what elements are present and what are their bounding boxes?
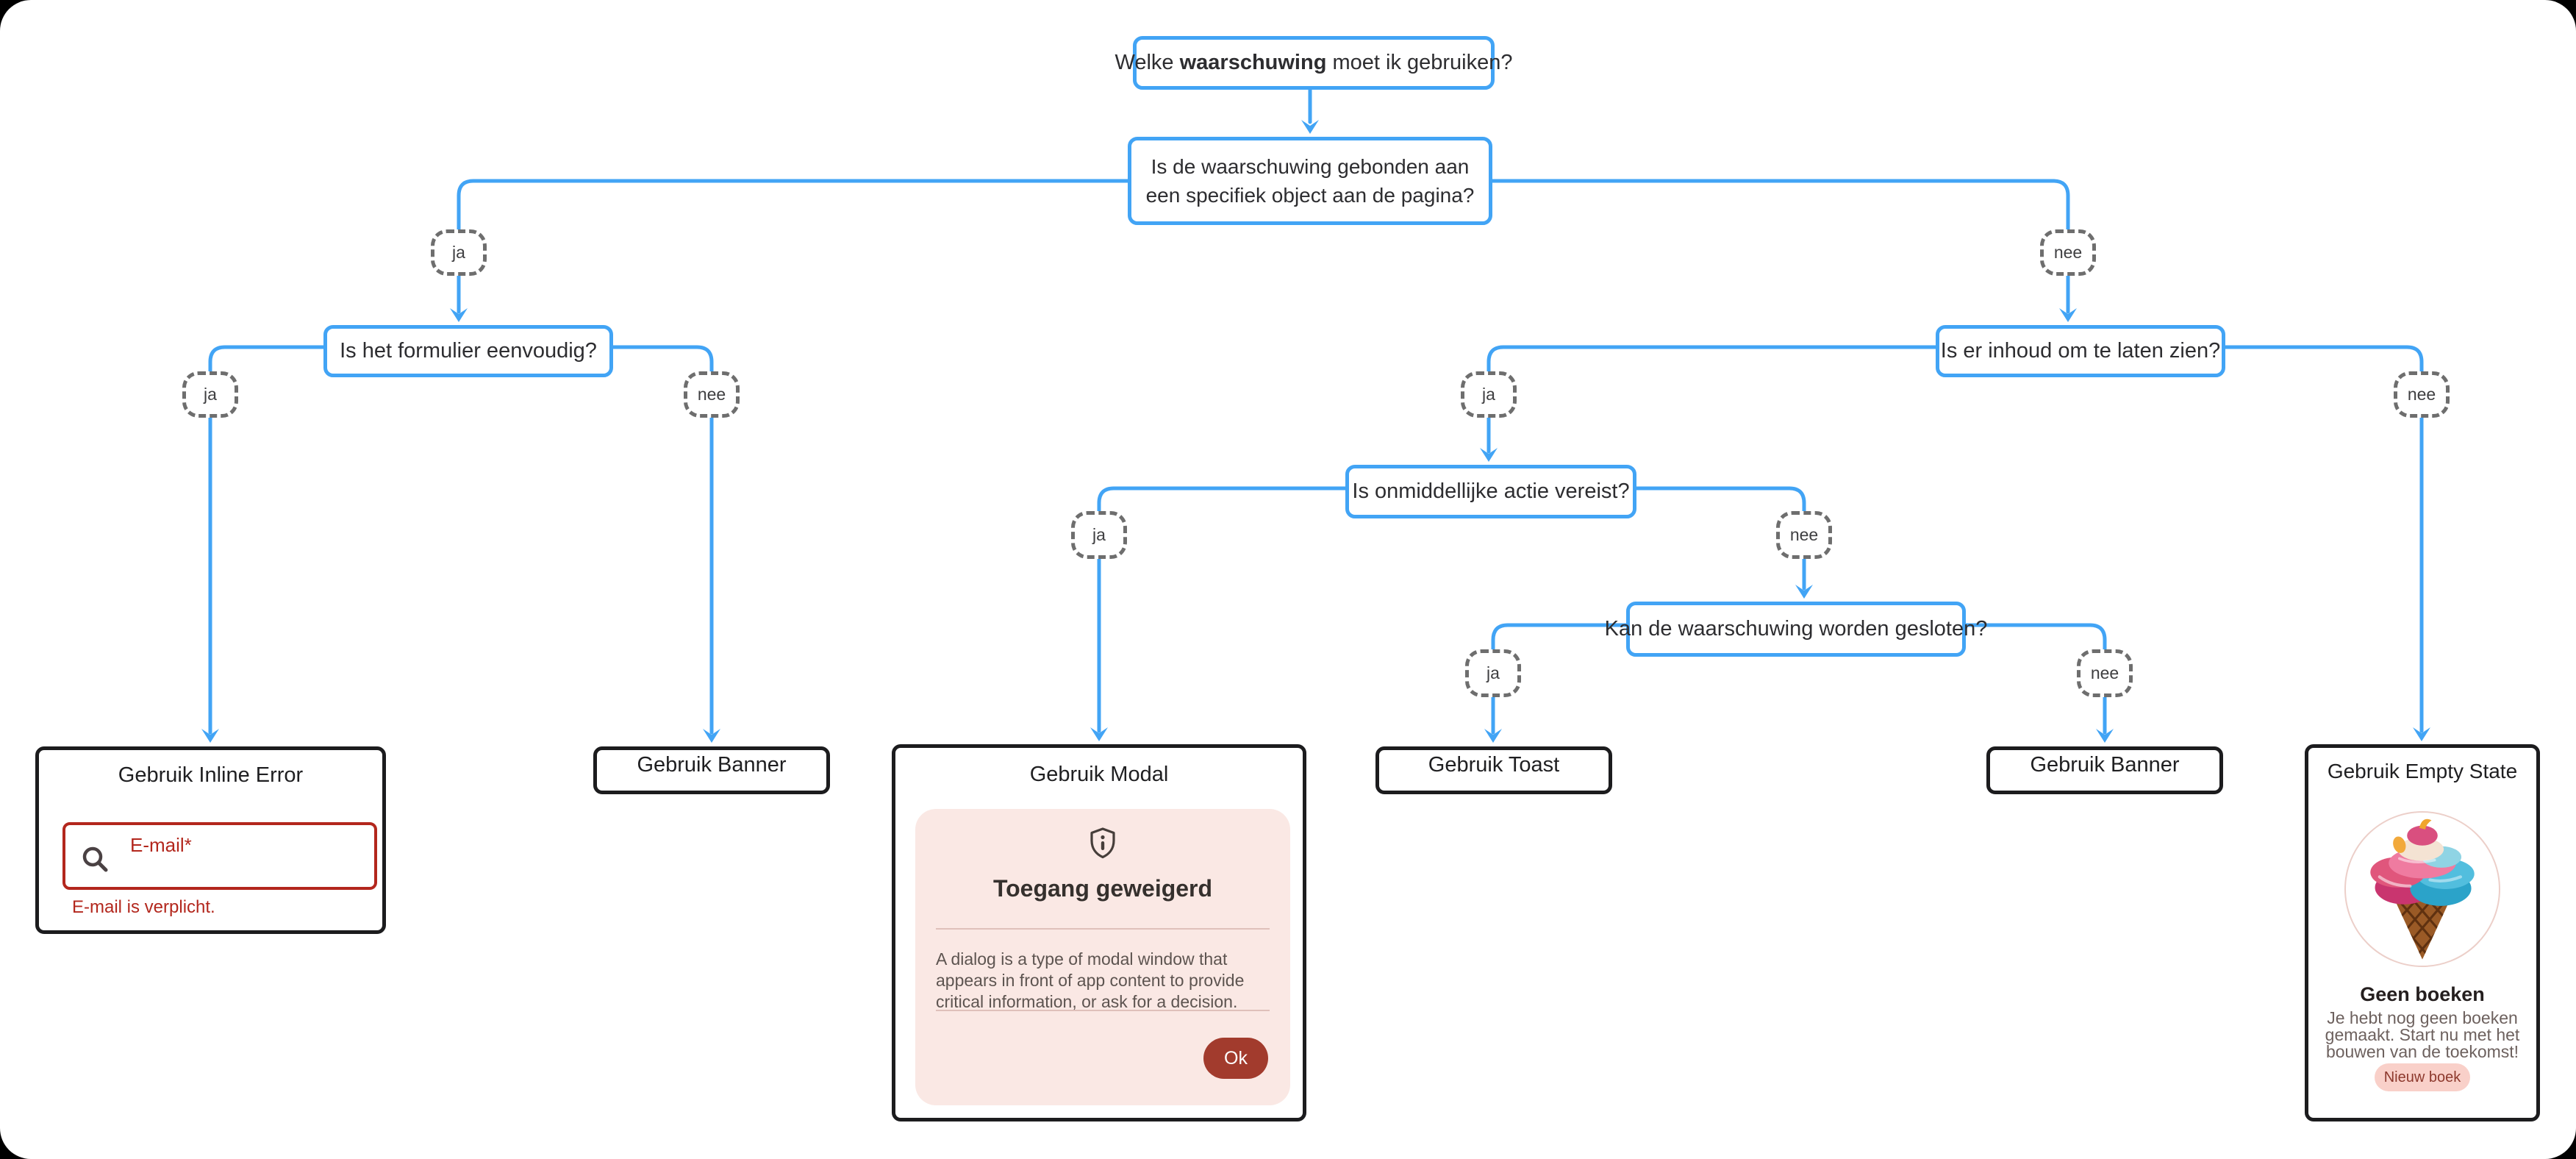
question-bound-to-object: Is de waarschuwing gebonden aan een spec…	[1128, 137, 1492, 225]
ok-button[interactable]: Ok	[1203, 1038, 1268, 1079]
leaf-banner-right: Gebruik Banner	[1986, 746, 2223, 794]
root-bold-word: waarschuwing	[1179, 51, 1327, 74]
label-text: ja	[1092, 525, 1106, 544]
label-text: ja	[452, 243, 465, 262]
decision-label-nee-1: nee	[2040, 229, 2096, 276]
question-form-simple: Is het formulier eenvoudig?	[323, 325, 613, 377]
dialog-example: Toegang geweigerd A dialog is a type of …	[915, 809, 1290, 1105]
question-bound-to-object-text: Is de waarschuwing gebonden aan een spec…	[1145, 155, 1475, 207]
arrowheads	[201, 120, 2430, 743]
question-content-to-show-text: Is er inhoud om te laten zien?	[1940, 339, 2221, 363]
leaf-empty-state: Gebruik Empty State	[2305, 744, 2540, 1121]
leaf-banner-right-title: Gebruik Banner	[2030, 753, 2180, 777]
leaf-modal-title: Gebruik Modal	[1029, 763, 1169, 786]
decision-label-nee-3: nee	[1776, 511, 1832, 559]
label-text: nee	[697, 385, 726, 404]
question-immediate-action: Is onmiddellijke actie vereist?	[1345, 465, 1636, 518]
label-text: nee	[2407, 385, 2436, 404]
empty-state-heading: Geen boeken	[2360, 983, 2485, 1005]
dialog-heading: Toegang geweigerd	[992, 875, 1213, 902]
leaf-toast: Gebruik Toast	[1375, 746, 1612, 794]
leaf-inline-error: Gebruik Inline Error E-mail* E-mail is v…	[35, 746, 386, 934]
ice-cream-image	[2344, 811, 2500, 967]
question-form-simple-text: Is het formulier eenvoudig?	[340, 339, 597, 363]
email-field[interactable]: E-mail*	[62, 822, 377, 890]
decision-label-nee-4: nee	[2077, 649, 2133, 697]
new-book-button[interactable]: Nieuw boek	[2375, 1063, 2470, 1091]
decision-label-ja-5: ja	[1465, 649, 1521, 697]
decision-label-ja-2: ja	[182, 371, 238, 418]
leaf-banner-left: Gebruik Banner	[593, 746, 830, 794]
question-root: Welke waarschuwing moet ik gebruiken?	[1115, 36, 1513, 90]
email-error-helper-text: E-mail is verplicht.	[72, 897, 215, 917]
dialog-divider-top	[936, 928, 1270, 930]
label-text: ja	[204, 385, 217, 404]
leaf-toast-title: Gebruik Toast	[1428, 753, 1560, 777]
email-field-label: E-mail*	[130, 834, 192, 856]
shield-info-icon	[1089, 827, 1117, 863]
empty-state-body-text: Je hebt nog geen boeken gemaakt. Start n…	[2325, 1008, 2520, 1061]
decision-label-ja-4: ja	[1071, 511, 1127, 559]
decision-label-ja-1: ja	[431, 229, 487, 276]
ok-button-label: Ok	[1224, 1047, 1248, 1069]
decision-label-nee-5: nee	[2394, 371, 2450, 418]
question-can-dismiss: Kan de waarschuwing worden gesloten?	[1605, 602, 1987, 657]
decision-label-ja-3: ja	[1461, 371, 1517, 418]
leaf-empty-state-title: Gebruik Empty State	[2327, 760, 2518, 782]
search-icon	[80, 844, 111, 879]
leaf-modal: Gebruik Modal Toegang geweigerd A dialog…	[892, 744, 1306, 1121]
root-prefix: Welke	[1115, 51, 1180, 74]
decision-label-nee-2: nee	[684, 371, 740, 418]
label-text: nee	[1789, 525, 1819, 544]
label-text: nee	[2090, 663, 2119, 682]
dialog-body-text: A dialog is a type of modal window that …	[936, 949, 1245, 1011]
label-text: nee	[2053, 243, 2083, 262]
dialog-divider-bottom	[936, 1010, 1270, 1011]
question-content-to-show: Is er inhoud om te laten zien?	[1936, 325, 2225, 377]
new-book-button-label: Nieuw boek	[2383, 1069, 2461, 1085]
label-text: ja	[1486, 663, 1500, 682]
question-can-dismiss-text: Kan de waarschuwing worden gesloten?	[1604, 617, 1988, 641]
question-immediate-action-text: Is onmiddellijke actie vereist?	[1352, 479, 1630, 503]
leaf-banner-left-title: Gebruik Banner	[637, 753, 787, 777]
leaf-inline-error-title: Gebruik Inline Error	[118, 763, 304, 787]
root-suffix: moet ik gebruiken?	[1326, 51, 1513, 74]
label-text: ja	[1482, 385, 1495, 404]
